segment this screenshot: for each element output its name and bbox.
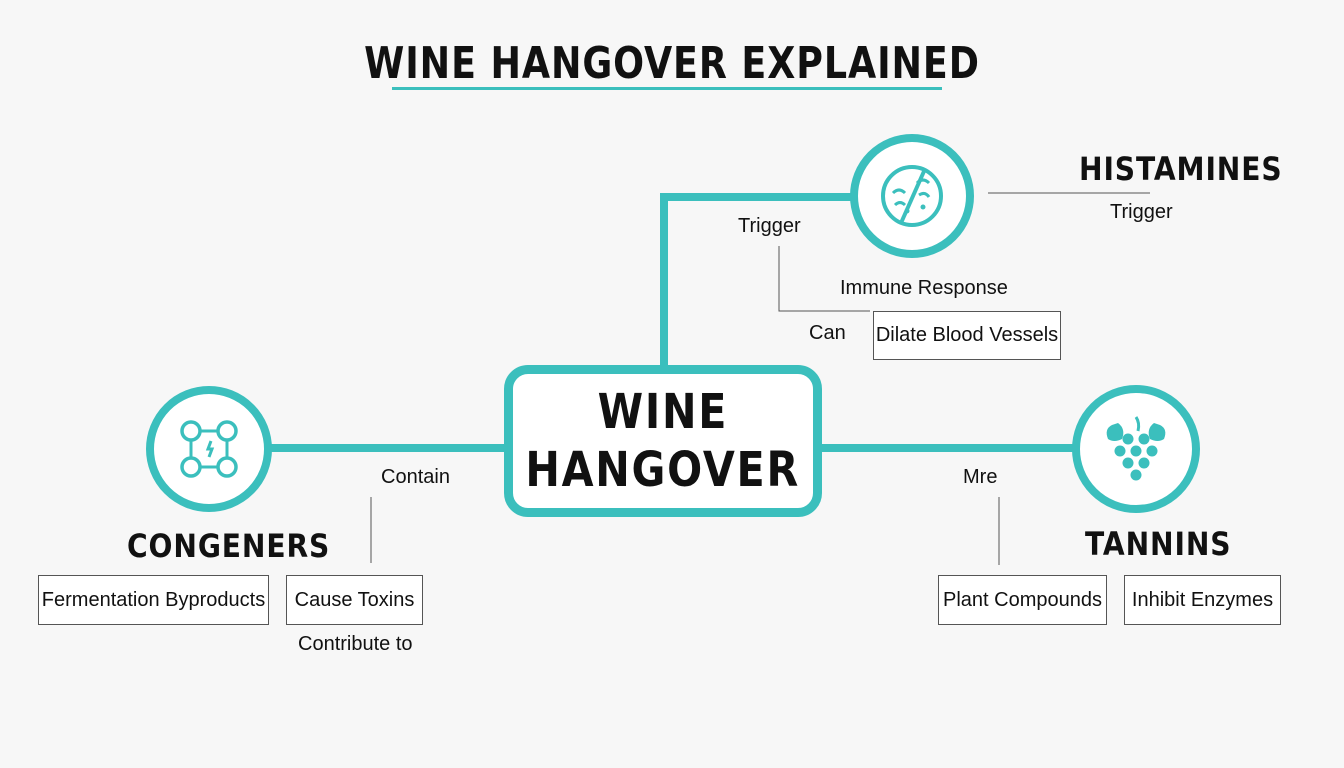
histamines-circle [850,134,974,258]
central-node-line2: HANGOVER [525,442,801,498]
grapes-icon [1106,416,1166,481]
fermentation-byproducts-box: Fermentation Byproducts [38,575,269,625]
congeners-title: CONGENERS [127,527,331,565]
central-node-line1: WINE [597,384,729,440]
immune-response-label: Immune Response [840,277,1008,299]
cause-toxins-box: Cause Toxins [286,575,423,625]
central-node: WINE HANGOVER [504,365,822,517]
no-pollen-icon [881,165,943,227]
tannins-edge-label: Mre [963,466,998,488]
connector-histamines [660,193,860,365]
plant-compounds-box: Plant Compounds [938,575,1107,625]
thin-connector-immune [778,246,870,312]
molecule-icon [180,420,238,478]
title-underline [392,87,942,90]
tannins-title: TANNINS [1085,525,1232,563]
histamines-title: HISTAMINES [1079,150,1283,188]
contribute-to-label: Contribute to [298,633,413,655]
diagram-title: WINE HANGOVER EXPLAINED [364,38,980,89]
inhibit-enzymes-box: Inhibit Enzymes [1124,575,1281,625]
congeners-circle [146,386,272,512]
dilate-blood-vessels-box: Dilate Blood Vessels [873,311,1061,360]
histamines-subtitle: Trigger [1110,201,1173,223]
can-label: Can [809,322,846,344]
histamines-edge-label: Trigger [738,215,801,237]
congeners-edge-label: Contain [381,466,450,488]
tannins-circle [1072,385,1200,513]
